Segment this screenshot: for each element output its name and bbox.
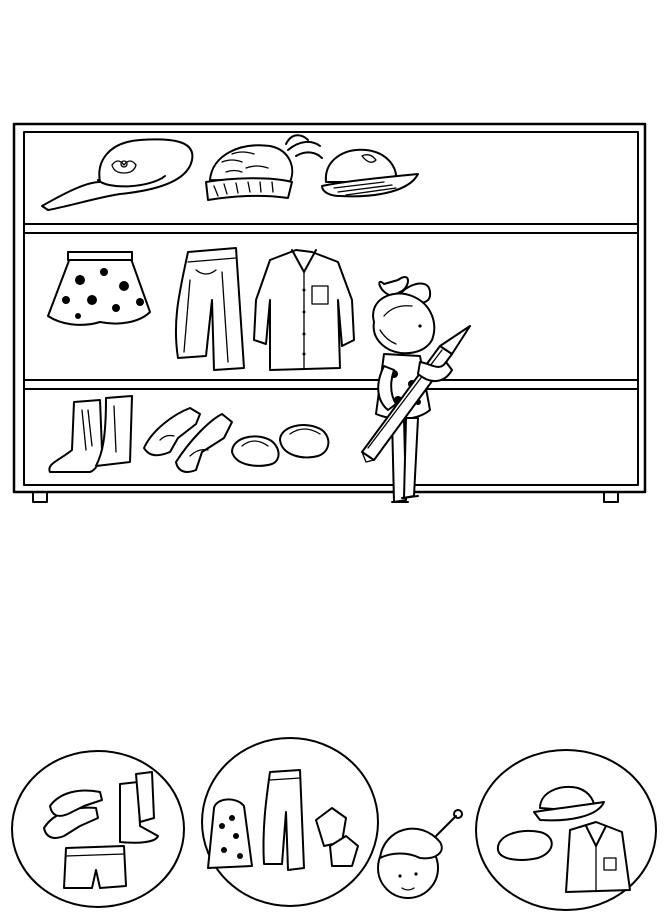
option-circle-shoes[interactable] xyxy=(11,750,185,908)
ankle-boot-option-icon xyxy=(315,807,359,867)
child-head-with-hat xyxy=(377,809,463,899)
tall-boots-icon xyxy=(48,395,133,473)
wardrobe xyxy=(12,122,647,503)
cap-option-icon xyxy=(533,786,605,822)
baseball-cap-icon xyxy=(321,148,419,198)
option-circle-hats[interactable] xyxy=(475,749,657,911)
shorts-option-icon xyxy=(63,845,127,889)
jacket-option-icon xyxy=(565,821,631,893)
slippers-icon xyxy=(231,424,330,467)
wide-brim-hat-icon xyxy=(41,138,194,211)
option-circle-dress[interactable] xyxy=(201,737,379,907)
beret-option-icon xyxy=(496,830,553,861)
polka-dot-dress-option-icon xyxy=(207,798,253,869)
trousers-icon xyxy=(174,247,245,371)
high-heel-shoes-option-icon xyxy=(43,789,103,839)
polka-dot-skirt-icon xyxy=(47,251,151,326)
wardrobe-foot-left xyxy=(32,491,48,503)
high-heel-shoes-icon xyxy=(143,407,233,473)
trousers-option-icon xyxy=(262,769,305,871)
girl-with-pencil-figure xyxy=(361,276,471,503)
shirt-icon xyxy=(253,249,355,371)
tall-boot-option-icon xyxy=(119,771,159,844)
wardrobe-foot-right xyxy=(603,491,619,503)
knitted-pom-hat-icon xyxy=(205,134,323,201)
